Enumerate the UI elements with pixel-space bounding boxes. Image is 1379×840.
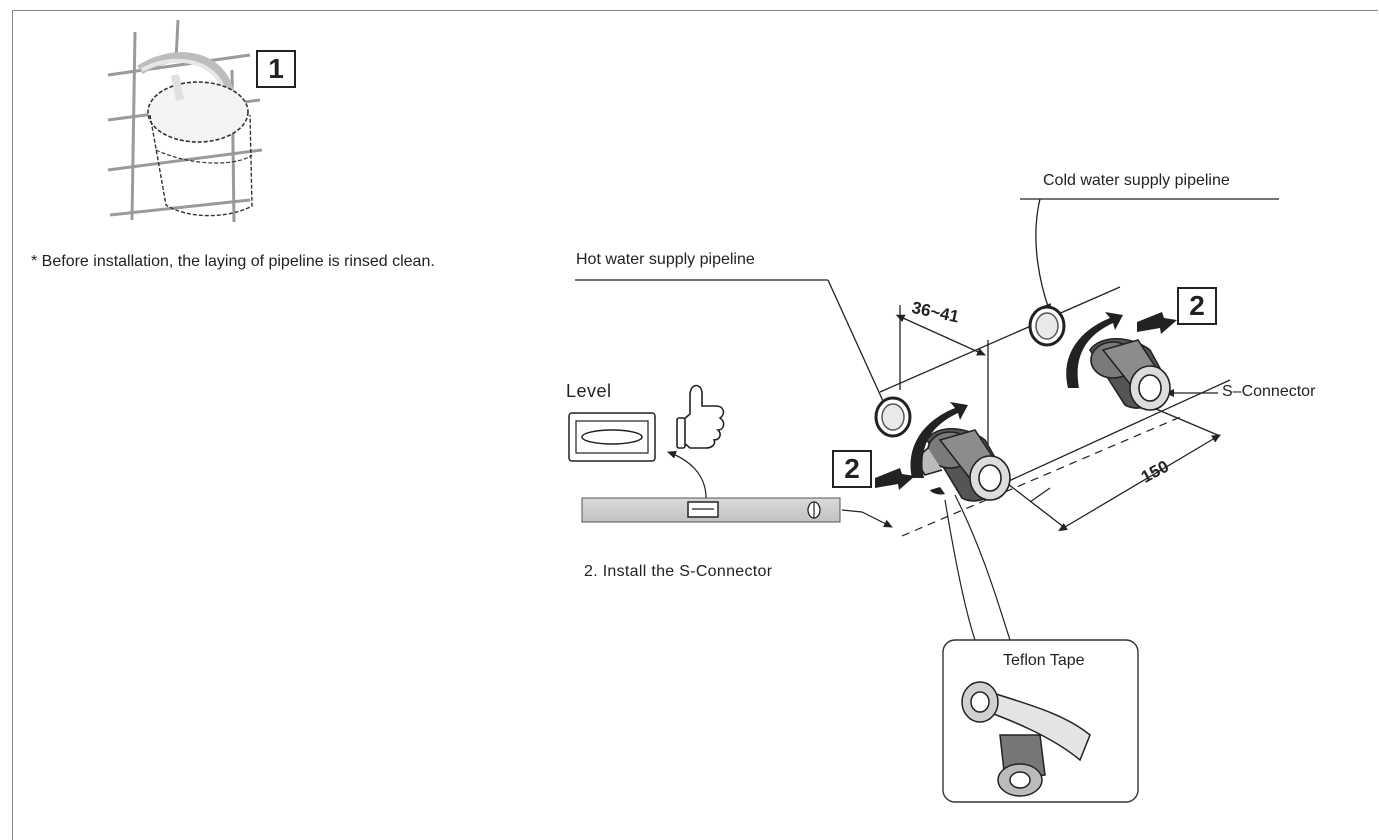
step-2-badge-hot: 2	[832, 450, 872, 488]
step-2-badge-cold: 2	[1177, 287, 1217, 325]
spirit-level-icon	[568, 412, 893, 528]
level-label: Level	[566, 381, 612, 401]
rinse-note: * Before installation, the laying of pip…	[31, 253, 435, 270]
thumbs-up-icon	[676, 384, 725, 449]
page-frame	[12, 10, 1378, 840]
s-connector-label: S–Connector	[1222, 383, 1316, 400]
teflon-callout-leaders	[944, 494, 1016, 657]
rotate-arrow-icon	[910, 312, 1123, 495]
hot-washer-icon	[874, 396, 912, 438]
teflon-tape-label: Teflon Tape	[1003, 652, 1085, 669]
step-1-badge: 1	[256, 50, 296, 88]
label-leaders	[575, 198, 1279, 413]
cold-water-label: Cold water supply pipeline	[1043, 172, 1230, 189]
bucket-under-tap-icon	[107, 19, 263, 223]
install-caption: 2. Install the S-Connector	[584, 563, 773, 580]
cold-s-connector-icon	[1089, 338, 1171, 411]
teflon-tape-icon	[961, 681, 1091, 797]
hot-s-connector-icon	[913, 428, 1011, 502]
hot-water-label: Hot water supply pipeline	[576, 251, 755, 268]
push-arrow-icon	[875, 312, 1177, 490]
cold-washer-icon	[1028, 305, 1066, 347]
